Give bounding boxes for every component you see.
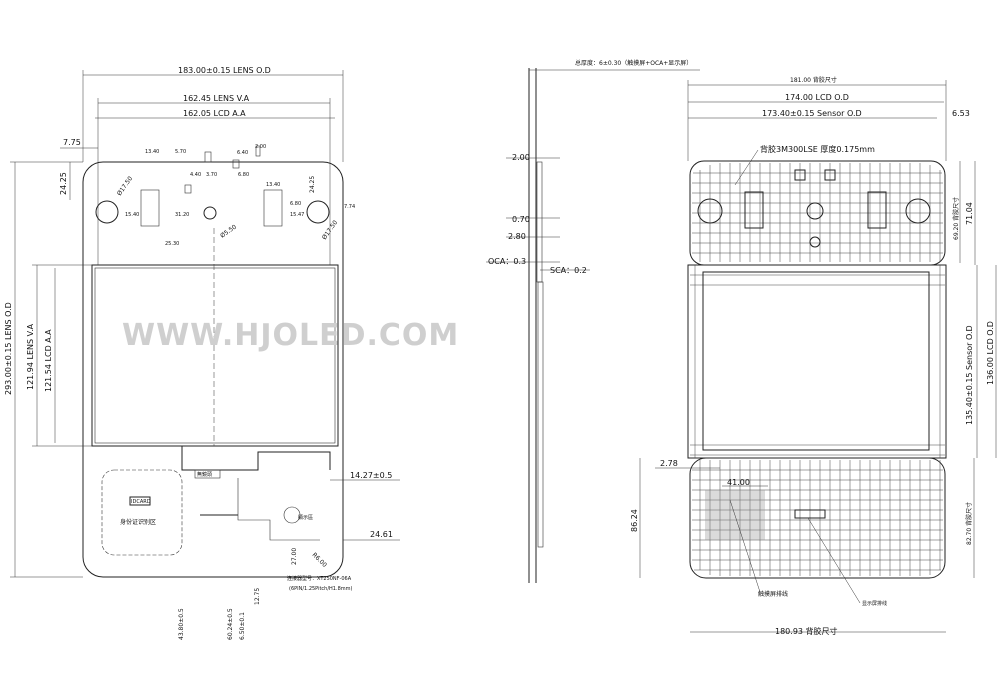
small-dim-13: 15.47 xyxy=(290,212,304,218)
fpc-width: 41.00 xyxy=(727,478,750,487)
fpc-right-offset: 14.27±0.5 xyxy=(350,471,392,480)
left-margin-label: 7.75 xyxy=(63,138,81,147)
small-dim-7: 13.40 xyxy=(266,182,280,188)
small-dim-14: 7.74 xyxy=(344,204,355,210)
lcd-h: 136.00 LCD O.D xyxy=(986,321,995,385)
tape-note: 背胶3M300LSE 厚度0.175mm xyxy=(760,144,875,154)
sensor-h: 135.40±0.15 Sensor O.D xyxy=(965,325,974,425)
lens-outline xyxy=(82,161,344,578)
active-area xyxy=(94,267,336,444)
small-dim-6: 2.00 xyxy=(255,144,266,150)
lens-va-width-label: 162.45 LENS V.A xyxy=(183,94,250,103)
left-small: 2.78 xyxy=(660,459,678,468)
connector-spec: (6PIN/1.25Pitch/H1.8mm) xyxy=(289,586,352,592)
lens-od-height-label: 293.00±0.15 LENS O.D xyxy=(4,302,13,395)
lens-va-height-label: 121.94 LENS V.A xyxy=(26,323,35,390)
small-dim-9: 31.20 xyxy=(175,212,189,218)
lcd-aa-width-label: 162.05 LCD A.A xyxy=(183,109,246,118)
front-view: 183.00±0.15 LENS O.D 162.45 LENS V.A 162… xyxy=(4,66,459,640)
small-dim-8: 15.40 xyxy=(125,212,139,218)
small-dim-0: 13.40 xyxy=(145,149,159,155)
watermark-text: WWW.HJOLED.COM xyxy=(122,318,459,353)
sensor-od: 173.40±0.15 Sensor O.D xyxy=(762,109,862,118)
grid-top xyxy=(692,163,943,262)
total-thickness: 总厚度：6±0.30（触摸屏+OCA+显示屏） xyxy=(575,59,692,67)
center-hole xyxy=(203,206,217,220)
hole-offset-label: 24.25 xyxy=(59,172,68,195)
side-sca: SCA：0.2 xyxy=(550,266,587,275)
side-d2: 0.70 xyxy=(512,215,530,224)
backlight-size: 181.00 背胶尺寸 xyxy=(790,76,837,84)
back-h1: 69.20 背胶尺寸 xyxy=(952,197,960,240)
side-oca: OCA：0.3 xyxy=(488,257,526,266)
fpc-len-b: 60.24±0.5 xyxy=(227,608,234,640)
hole-offset-right-label: 24.25 xyxy=(309,176,316,193)
connector-note: 连接器型号：XT250NF-06A xyxy=(287,575,352,582)
small-dim-1: 5.70 xyxy=(175,149,186,155)
small-dim-10: 25.30 xyxy=(165,241,179,247)
lcd-aa-height-label: 121.54 LCD A.A xyxy=(44,329,53,392)
lcd-od: 174.00 LCD O.D xyxy=(785,93,849,102)
fpc-right-offset2: 24.61 xyxy=(370,530,393,539)
small-dim-3: 3.70 xyxy=(206,172,217,178)
fpc-len-e: 27.00 xyxy=(291,548,298,565)
id-card-zone xyxy=(101,469,183,556)
side-d1: 2.00 xyxy=(512,153,530,162)
lens-od-width-label: 183.00±0.15 LENS O.D xyxy=(178,66,271,75)
back-lcd xyxy=(687,264,947,459)
back-h4: 86.24 xyxy=(630,509,639,532)
small-dim-12: 6.80 xyxy=(290,201,301,207)
back-h2: 71.04 xyxy=(965,202,974,225)
fpc-len-d: 12.75 xyxy=(254,588,261,605)
display-area xyxy=(91,264,339,447)
small-dim-4: 4.40 xyxy=(190,172,201,178)
touch-fpc-label: 触摸屏排线 xyxy=(758,590,788,598)
fpc-len-a: 43.80±0.5 xyxy=(178,608,185,640)
center-note: 顯示區 xyxy=(298,515,313,521)
left-hole xyxy=(95,200,119,224)
camera-label: 無鏡頭 xyxy=(197,471,212,478)
hole-dia-left-label: Ø17.50 xyxy=(116,175,134,197)
back-h3: 82.70 背胶尺寸 xyxy=(965,502,973,545)
back-view: 181.00 背胶尺寸 174.00 LCD O.D 173.40±0.15 S… xyxy=(630,76,997,636)
bottom-width: 180.93 背胶尺寸 xyxy=(775,626,838,636)
display-fpc-label: 显示屏排线 xyxy=(862,600,887,607)
id-area-label: 身份证识别区 xyxy=(120,518,156,526)
fpc-angle: R6.00 xyxy=(311,551,328,568)
idcard-badge: IDCARD xyxy=(131,499,151,505)
side-view: 总厚度：6±0.30（触摸屏+OCA+显示屏） 2.00 0.70 2.80 O… xyxy=(486,59,700,583)
back-bottom-panel xyxy=(689,457,946,579)
hole-dia-small-label: Ø5.50 xyxy=(219,223,238,239)
small-dim-5: 6.80 xyxy=(238,172,249,178)
right-margin: 6.53 xyxy=(952,109,970,118)
right-hole xyxy=(306,200,330,224)
side-d3: 2.80 xyxy=(508,232,526,241)
grid-bottom xyxy=(692,460,943,576)
small-dim-2: 6.40 xyxy=(237,150,248,156)
fpc-len-c: 6.50±0.1 xyxy=(239,612,246,640)
